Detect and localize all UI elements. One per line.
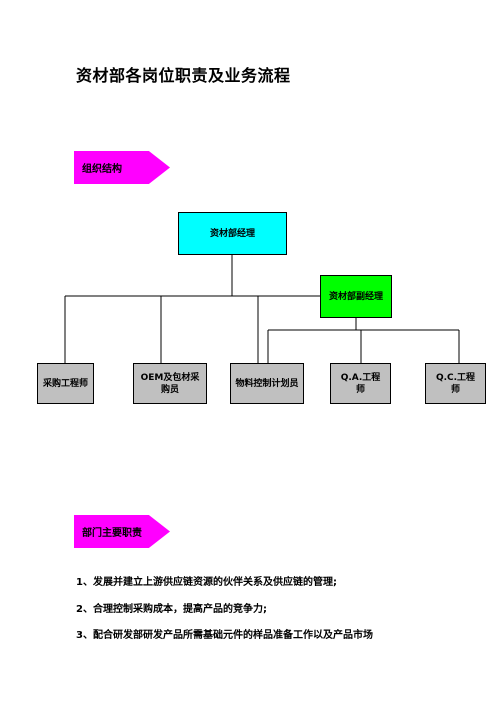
section-tag-org-structure: 组织结构	[74, 151, 170, 184]
org-box-qa-engineer: Q.A.工程师	[330, 363, 391, 404]
org-box-qc-engineer: Q.C.工程师	[425, 363, 486, 404]
org-box-material-planner: 物料控制计划员	[230, 363, 304, 404]
page-title: 资材部各岗位职责及业务流程	[76, 66, 291, 85]
org-box-oem-packaging-buyer: OEM及包材采购员	[133, 363, 207, 404]
duty-item-3: 3、配合研发部研发产品所需基础元件的样品准备工作以及产品市场	[76, 630, 373, 641]
org-box-manager: 资材部经理	[178, 212, 287, 255]
duty-item-2: 2、合理控制采购成本，提高产品的竞争力;	[76, 604, 267, 615]
org-box-purchasing-engineer: 采购工程师	[37, 363, 94, 404]
section-tag-main-duties: 部门主要职责	[74, 515, 170, 548]
org-box-deputy-manager: 资材部副经理	[320, 275, 392, 318]
duty-item-1: 1、发展并建立上游供应链资源的伙伴关系及供应链的管理;	[76, 577, 337, 588]
